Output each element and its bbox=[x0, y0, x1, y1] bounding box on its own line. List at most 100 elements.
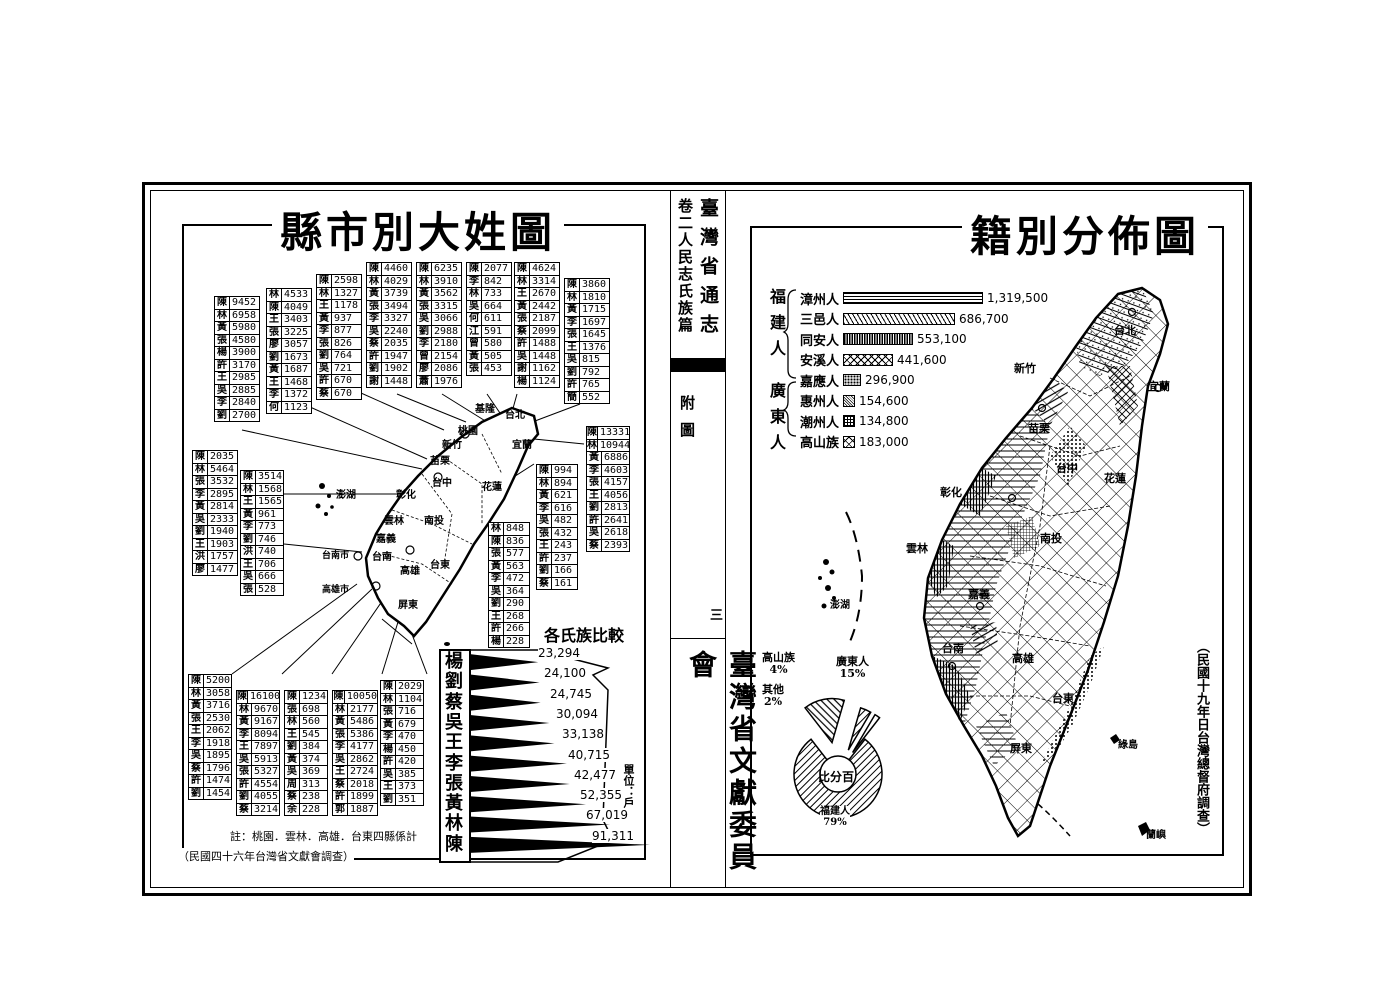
household-count-cell: 505 bbox=[484, 350, 503, 362]
comparison-wedge bbox=[470, 755, 567, 772]
household-count-cell: 2700 bbox=[232, 409, 257, 421]
household-count-cell: 5200 bbox=[206, 675, 231, 686]
household-count-cell: 733 bbox=[484, 288, 503, 299]
ethnic-pie-chart bbox=[793, 697, 883, 819]
surname-cell: 劉 bbox=[367, 363, 382, 375]
comparison-wedge bbox=[470, 715, 550, 732]
right-panel-title: 籍別分佈圖 bbox=[962, 212, 1209, 262]
household-count-cell: 1687 bbox=[284, 364, 309, 375]
comparison-surname: 劉 bbox=[445, 671, 463, 693]
household-count-cell: 4624 bbox=[532, 263, 557, 274]
spine-title-top: 臺灣省通志 bbox=[697, 198, 719, 343]
surname-cell: 廖 bbox=[417, 363, 432, 375]
right-map-label-orchid-island: 蘭嶼 bbox=[1146, 830, 1166, 841]
pie-label-fujian-name: 福建人 bbox=[820, 806, 850, 817]
surname-cell: 黃 bbox=[537, 490, 552, 502]
surname-cell: 陳 bbox=[333, 691, 345, 703]
legend-label: 安溪人 bbox=[800, 354, 840, 369]
household-count-cell: 1947 bbox=[384, 350, 409, 362]
pie-label-fujian: 福建人 79% bbox=[820, 806, 850, 828]
household-count-cell: 1887 bbox=[350, 803, 375, 815]
comparison-wedge bbox=[470, 735, 555, 752]
spine-title-bottom: 臺灣省文獻委員會 bbox=[685, 650, 758, 874]
surname-cell: 陳 bbox=[537, 465, 552, 477]
comparison-value: 24,100 bbox=[544, 666, 586, 681]
surname-cell: 張 bbox=[267, 326, 282, 338]
household-count-cell: 1488 bbox=[532, 338, 557, 349]
surname-cell: 周 bbox=[285, 778, 300, 790]
surname-cell: 許 bbox=[381, 756, 396, 768]
surname-cell: 許 bbox=[565, 379, 580, 391]
surname-cell: 劉 bbox=[489, 598, 504, 610]
household-count-cell: 591 bbox=[484, 325, 503, 337]
household-count-cell: 374 bbox=[302, 753, 321, 765]
household-count-cell: 3170 bbox=[232, 359, 257, 371]
surname-cell: 張 bbox=[333, 728, 348, 740]
legend-value: 134,800 bbox=[859, 414, 909, 428]
surname-cell: 黃 bbox=[565, 304, 580, 316]
household-count-cell: 4460 bbox=[384, 263, 409, 274]
left-map-label-taichung: 台中 bbox=[432, 478, 452, 489]
comparison-wedge bbox=[470, 816, 611, 833]
surname-cell: 張 bbox=[417, 300, 432, 312]
surname-cell: 陳 bbox=[189, 675, 204, 687]
household-count-cell: 1448 bbox=[384, 375, 409, 387]
surname-cell: 謝 bbox=[515, 363, 530, 375]
left-map-label-kaohsiung-city: 高雄市 bbox=[322, 585, 350, 595]
household-count-cell: 2598 bbox=[334, 275, 359, 286]
surname-cell: 黃 bbox=[189, 700, 204, 712]
surname-cell: 許 bbox=[515, 338, 530, 350]
spine: 臺灣省通志 卷二人民志氏族篇 附圖 三 臺灣省文獻委員會 bbox=[670, 190, 758, 888]
spine-page: 三 bbox=[707, 608, 722, 621]
surname-cell: 陳 bbox=[489, 535, 504, 547]
surname-cell: 許 bbox=[587, 514, 602, 526]
household-count-cell: 577 bbox=[506, 548, 525, 559]
household-count-cell: 1568 bbox=[258, 483, 283, 495]
surname-cell: 許 bbox=[317, 375, 332, 387]
surname-cell: 黃 bbox=[467, 350, 482, 362]
pie-label-guangdong-name: 廣東人 bbox=[836, 655, 869, 668]
household-count-cell: 4533 bbox=[284, 289, 309, 300]
household-count-cell: 1162 bbox=[532, 363, 557, 374]
surname-cell: 林 bbox=[565, 291, 580, 303]
household-count-cell: 1899 bbox=[350, 791, 375, 802]
household-count-cell: 237 bbox=[554, 552, 573, 564]
household-count-cell: 664 bbox=[484, 300, 503, 312]
household-count-cell: 161 bbox=[554, 577, 573, 589]
household-count-cell: 384 bbox=[302, 741, 321, 752]
surname-cell: 陳 bbox=[467, 263, 482, 275]
left-map-label-taipei: 台北 bbox=[505, 410, 525, 421]
household-count-cell: 2177 bbox=[350, 703, 375, 715]
household-count-cell: 2240 bbox=[384, 325, 409, 337]
surname-cell: 吳 bbox=[467, 300, 482, 312]
surname-cell: 王 bbox=[381, 781, 396, 793]
